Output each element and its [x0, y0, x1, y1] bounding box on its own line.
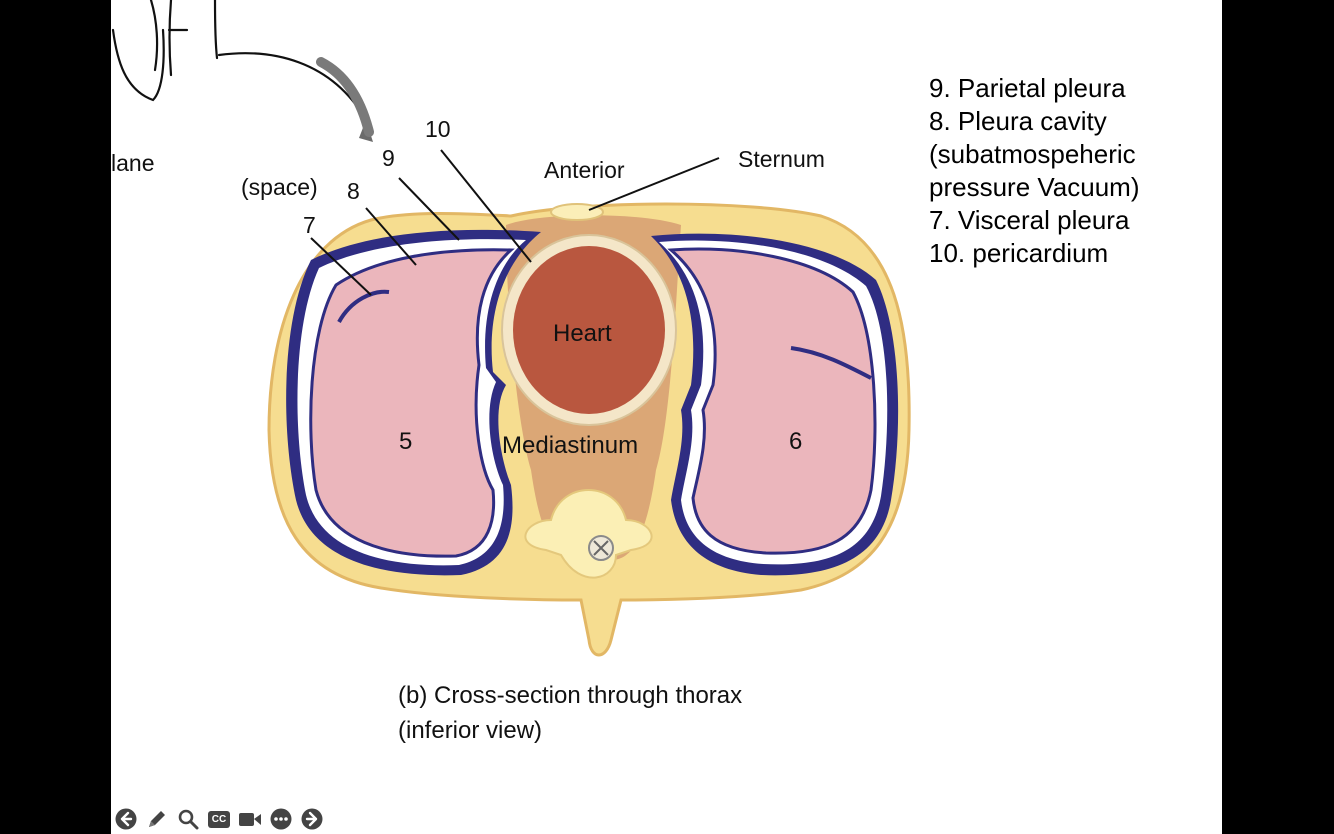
legend-item: 9. Parietal pleura [929, 73, 1126, 103]
captions-text: CC [211, 813, 227, 825]
video-camera-icon [239, 813, 261, 826]
sternum-bone [550, 203, 604, 221]
mediastinum-label: Mediastinum [502, 432, 639, 459]
video-button[interactable] [238, 807, 262, 831]
magnifier-icon [178, 809, 199, 830]
label-6: 6 [789, 428, 803, 455]
legend-item: (subatmospeheric [929, 139, 1136, 169]
anterior-label: Anterior [544, 157, 625, 183]
legend-item: 10. pericardium [929, 238, 1109, 268]
captions-icon: CC [208, 810, 230, 828]
legend-item: pressure Vacuum) [929, 172, 1140, 202]
space-label: (space) [241, 174, 318, 200]
right-lung [667, 247, 877, 555]
arrow-left-icon [115, 808, 137, 830]
legend-item: 8. Pleura cavity [929, 106, 1107, 136]
heart-label: Heart [553, 320, 612, 347]
label-10: 10 [425, 116, 451, 142]
label-8: 8 [347, 178, 360, 204]
plane-label: lane [111, 150, 155, 176]
vertebra [524, 489, 653, 579]
slide-canvas: lane (space) 10 9 8 7 Anterior Sternum H… [111, 0, 1222, 834]
label-5: 5 [399, 428, 413, 455]
handwriting-sketch [111, 0, 368, 122]
caption-line-2: (inferior view) [398, 717, 543, 744]
next-slide-button[interactable] [300, 807, 324, 831]
caption-line-1: (b) Cross-section through thorax [398, 682, 743, 709]
pen-button[interactable] [145, 807, 169, 831]
thorax-cross-section-diagram [111, 0, 911, 657]
sternum-label: Sternum [738, 146, 825, 172]
presentation-toolbar: CC [114, 806, 324, 832]
left-lung [309, 248, 515, 558]
label-9: 9 [382, 145, 395, 171]
previous-slide-button[interactable] [114, 807, 138, 831]
more-options-button[interactable] [269, 807, 293, 831]
label-7: 7 [303, 212, 316, 238]
legend-notes: 9. Parietal pleura 8. Pleura cavity (sub… [929, 72, 1209, 270]
legend-item: 7. Visceral pleura [929, 205, 1130, 235]
heart-shape [513, 246, 665, 414]
zoom-button[interactable] [176, 807, 200, 831]
more-dots-icon [270, 808, 292, 830]
captions-button[interactable]: CC [207, 807, 231, 831]
arrow-right-icon [301, 808, 323, 830]
pen-icon [149, 811, 165, 827]
leader-lines [310, 149, 720, 296]
figure-caption: (b) Cross-section through thorax (inferi… [398, 678, 742, 748]
